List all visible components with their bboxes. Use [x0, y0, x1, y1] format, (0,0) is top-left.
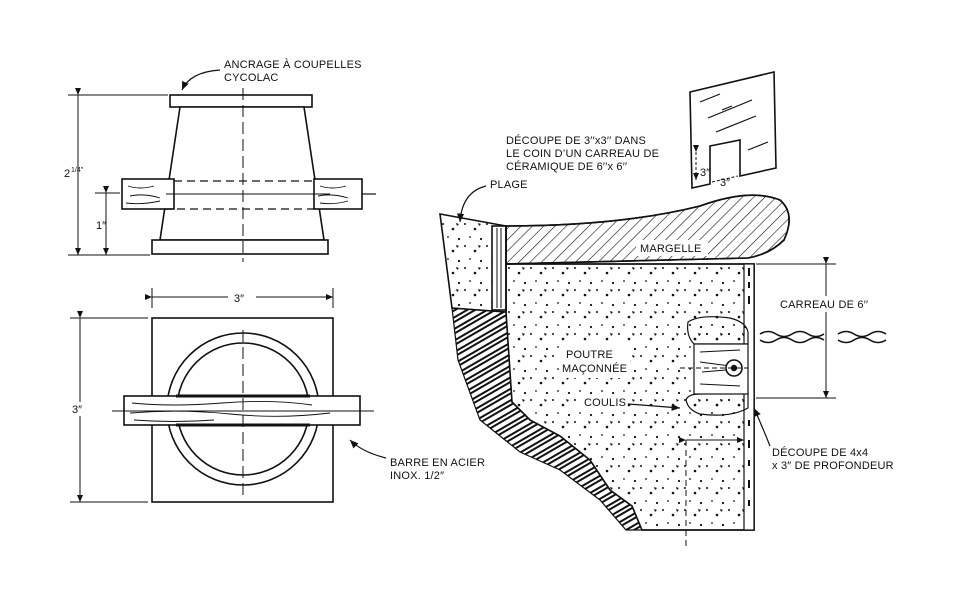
anchor-label-line2: CYCOLAC: [224, 72, 279, 84]
anchor-leader-arrow: [181, 69, 221, 91]
carreau-label: CARREAU DE 6′′: [780, 299, 868, 311]
ceramic-tile-cutout: [689, 70, 777, 189]
anchor-plan-view: [112, 317, 374, 503]
tile-cutout-label-line3: CÉRAMIQUE DE 6′′x 6′′: [506, 160, 627, 173]
tile-cut-vertical-label: 3″: [700, 167, 710, 179]
cutout-depth-label-line1: DÉCOUPE DE 4x4: [772, 446, 868, 459]
margelle-label: MARGELLE: [640, 243, 702, 255]
tile-cutout-label-line2: LE COIN D’UN CARREAU DE: [506, 148, 659, 160]
pool-edge-section: [439, 194, 887, 531]
cutout-depth-label-line2: x 3″ DE PROFONDEUR: [772, 460, 894, 472]
side-view-dimensions: [68, 88, 168, 256]
poutre-label-line2: MAÇONNÉE: [562, 362, 627, 375]
cutout-depth-leader-arrow: [753, 407, 771, 447]
tile-cutout-label-line1: DÉCOUPE DE 3′′x3′′ DANS: [506, 134, 646, 147]
coulis-leader-arrow: [627, 403, 681, 411]
height-total-label: 2: [64, 168, 70, 180]
width-top-label: 3″: [234, 293, 244, 305]
bar-label-line2: INOX. 1/2″: [390, 470, 444, 482]
height-total-fraction: 1/4″: [71, 167, 84, 174]
height-bar-label: 1″: [96, 220, 106, 232]
anchor-label-line1: ANCRAGE À COUPELLES: [224, 58, 362, 71]
section-dimensions: [679, 257, 836, 548]
bar-leader-arrow: [349, 439, 387, 459]
tile-cut-horizontal-label: 3″: [720, 177, 730, 189]
poutre-label-line1: POUTRE: [566, 349, 613, 361]
bar-label-line1: BARRE EN ACIER: [390, 457, 485, 469]
plage-label: PLAGE: [490, 179, 528, 191]
plage-leader-arrow: [456, 185, 487, 223]
coulis-label: COULIS: [584, 397, 626, 409]
width-side-label: 3″: [72, 404, 82, 416]
anchor-side-view: [121, 88, 376, 262]
